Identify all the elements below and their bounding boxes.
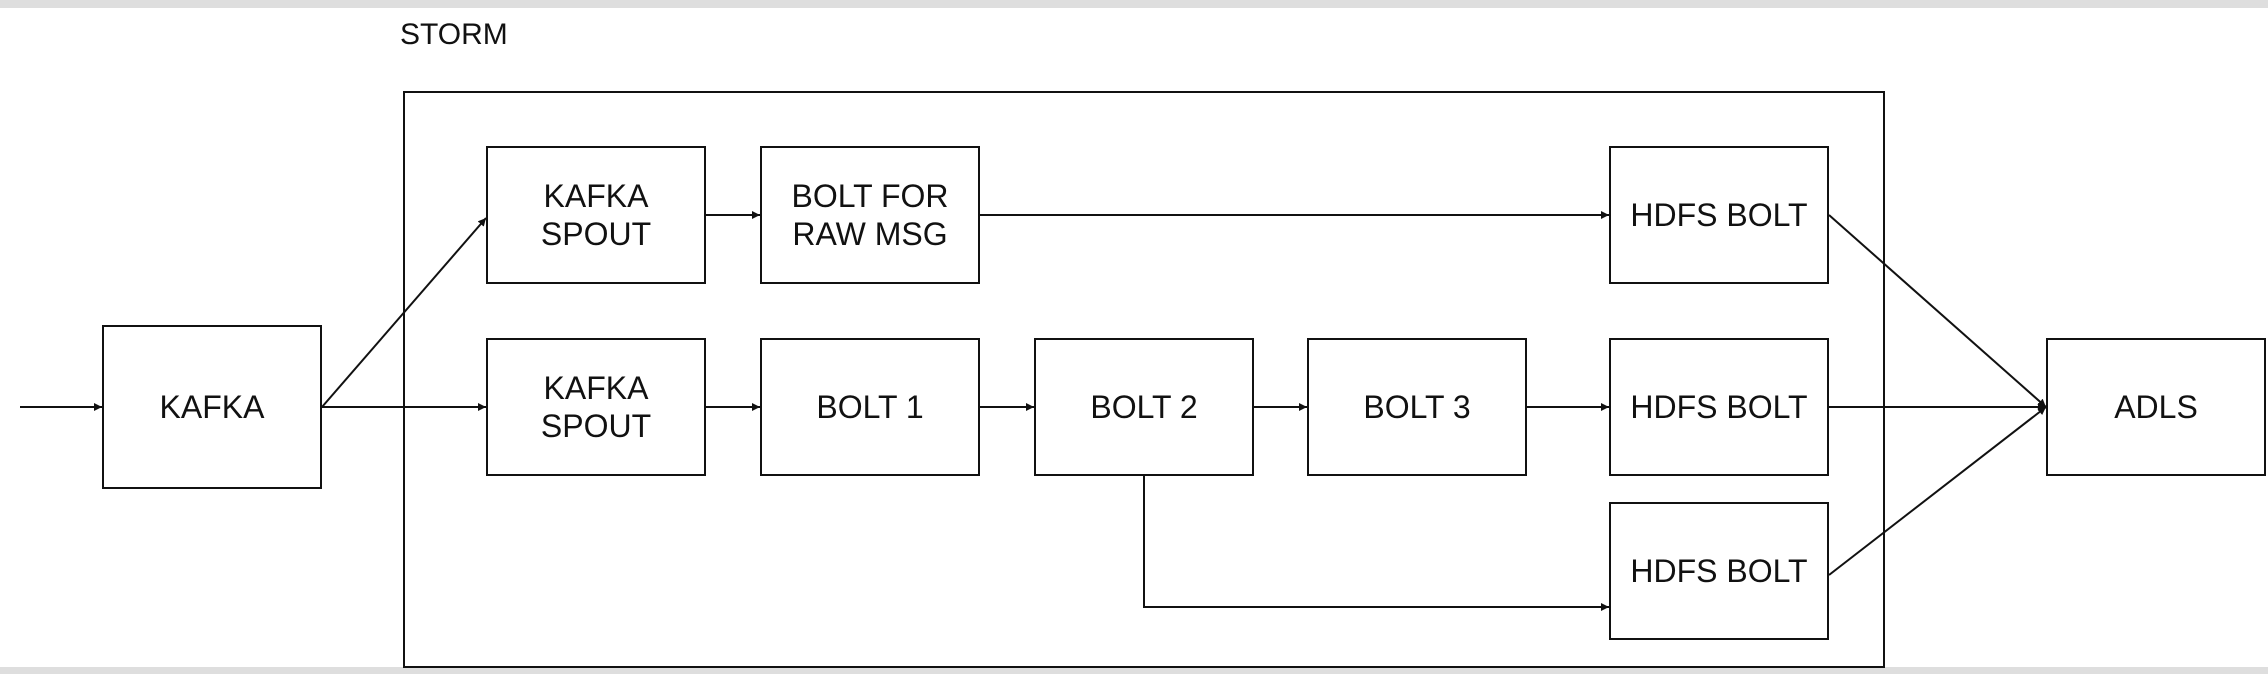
storm-label: STORM bbox=[400, 18, 508, 51]
bolt-2-node: BOLT 2 bbox=[1034, 338, 1254, 476]
kafka-spout-top-label: KAFKA SPOUT bbox=[540, 178, 652, 252]
adls-node: ADLS bbox=[2046, 338, 2266, 476]
bolt-raw-msg-node: BOLT FOR RAW MSG bbox=[760, 146, 980, 284]
bolt-raw-msg-label: BOLT FOR RAW MSG bbox=[791, 178, 949, 252]
adls-node-label: ADLS bbox=[2114, 389, 2198, 425]
arrow-bolt2-to-hdfs-bottom bbox=[1143, 476, 1609, 611]
storm-container bbox=[403, 91, 1885, 668]
arrow-hdfs-bottom-to-adls bbox=[1828, 406, 2047, 576]
edges-layer bbox=[20, 211, 2047, 611]
bolt-1-label: BOLT 1 bbox=[816, 389, 924, 425]
hdfs-bolt-bottom-label: HDFS BOLT bbox=[1630, 553, 1808, 589]
arrow-hdfs-top-to-adls bbox=[1828, 214, 2047, 408]
hdfs-bolt-middle-label: HDFS BOLT bbox=[1630, 389, 1808, 425]
kafka-spout-middle-node: KAFKA SPOUT bbox=[486, 338, 706, 476]
kafka-node-label: KAFKA bbox=[159, 389, 265, 425]
top-border-band bbox=[0, 0, 2268, 8]
kafka-node: KAFKA bbox=[102, 325, 322, 489]
hdfs-bolt-bottom-node: HDFS BOLT bbox=[1609, 502, 1829, 640]
bolt-1-node: BOLT 1 bbox=[760, 338, 980, 476]
bolt-3-node: BOLT 3 bbox=[1307, 338, 1527, 476]
bolt-2-label: BOLT 2 bbox=[1090, 389, 1198, 425]
kafka-spout-top-node: KAFKA SPOUT bbox=[486, 146, 706, 284]
hdfs-bolt-middle-node: HDFS BOLT bbox=[1609, 338, 1829, 476]
bottom-border-band bbox=[0, 667, 2268, 674]
arrow-kafka-to-spout-top bbox=[321, 217, 487, 408]
hdfs-bolt-top-node: HDFS BOLT bbox=[1609, 146, 1829, 284]
kafka-spout-middle-label: KAFKA SPOUT bbox=[540, 370, 652, 444]
bolt-3-label: BOLT 3 bbox=[1363, 389, 1471, 425]
hdfs-bolt-top-label: HDFS BOLT bbox=[1630, 197, 1808, 233]
